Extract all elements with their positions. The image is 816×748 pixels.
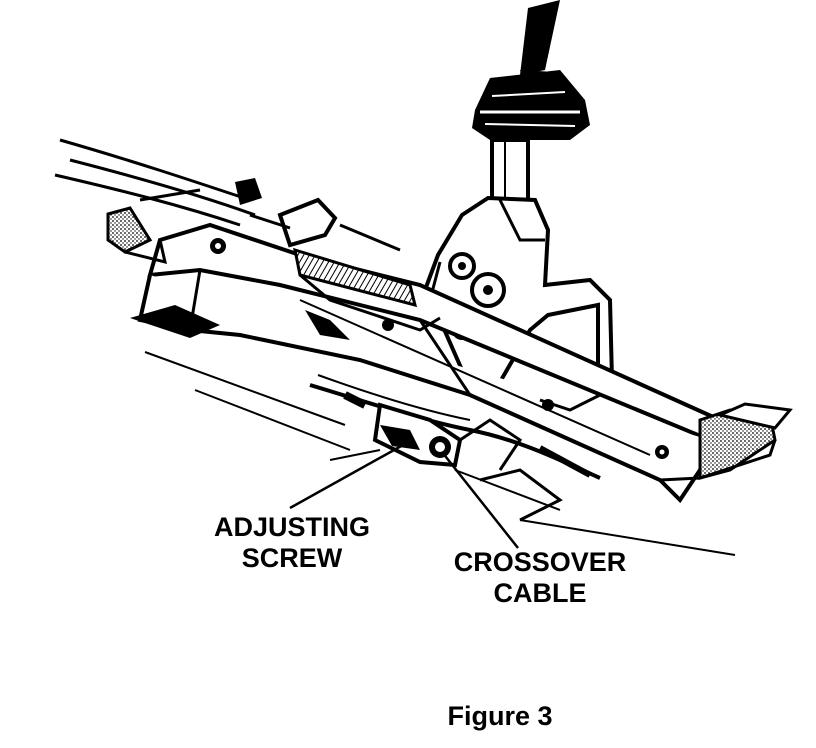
wire-harness (54, 138, 256, 227)
floor-lines (144, 351, 736, 556)
right-bracket (655, 402, 793, 482)
callout-adjusting-screw-line1: ADJUSTING (213, 512, 370, 542)
linkage-assembly (210, 178, 441, 340)
leader-lines (289, 438, 519, 549)
left-bracket (106, 206, 220, 338)
callout-adjusting-screw-line2: SCREW (241, 543, 343, 573)
callout-crossover-cable-line2: CABLE (493, 578, 587, 608)
callout-adjusting-screw: ADJUSTING SCREW (182, 512, 402, 574)
figure-caption: Figure 3 (447, 701, 553, 731)
crossover-cable (309, 374, 601, 480)
callout-crossover-cable-line1: CROSSOVER (453, 547, 627, 577)
callout-crossover-cable: CROSSOVER CABLE (420, 547, 660, 609)
